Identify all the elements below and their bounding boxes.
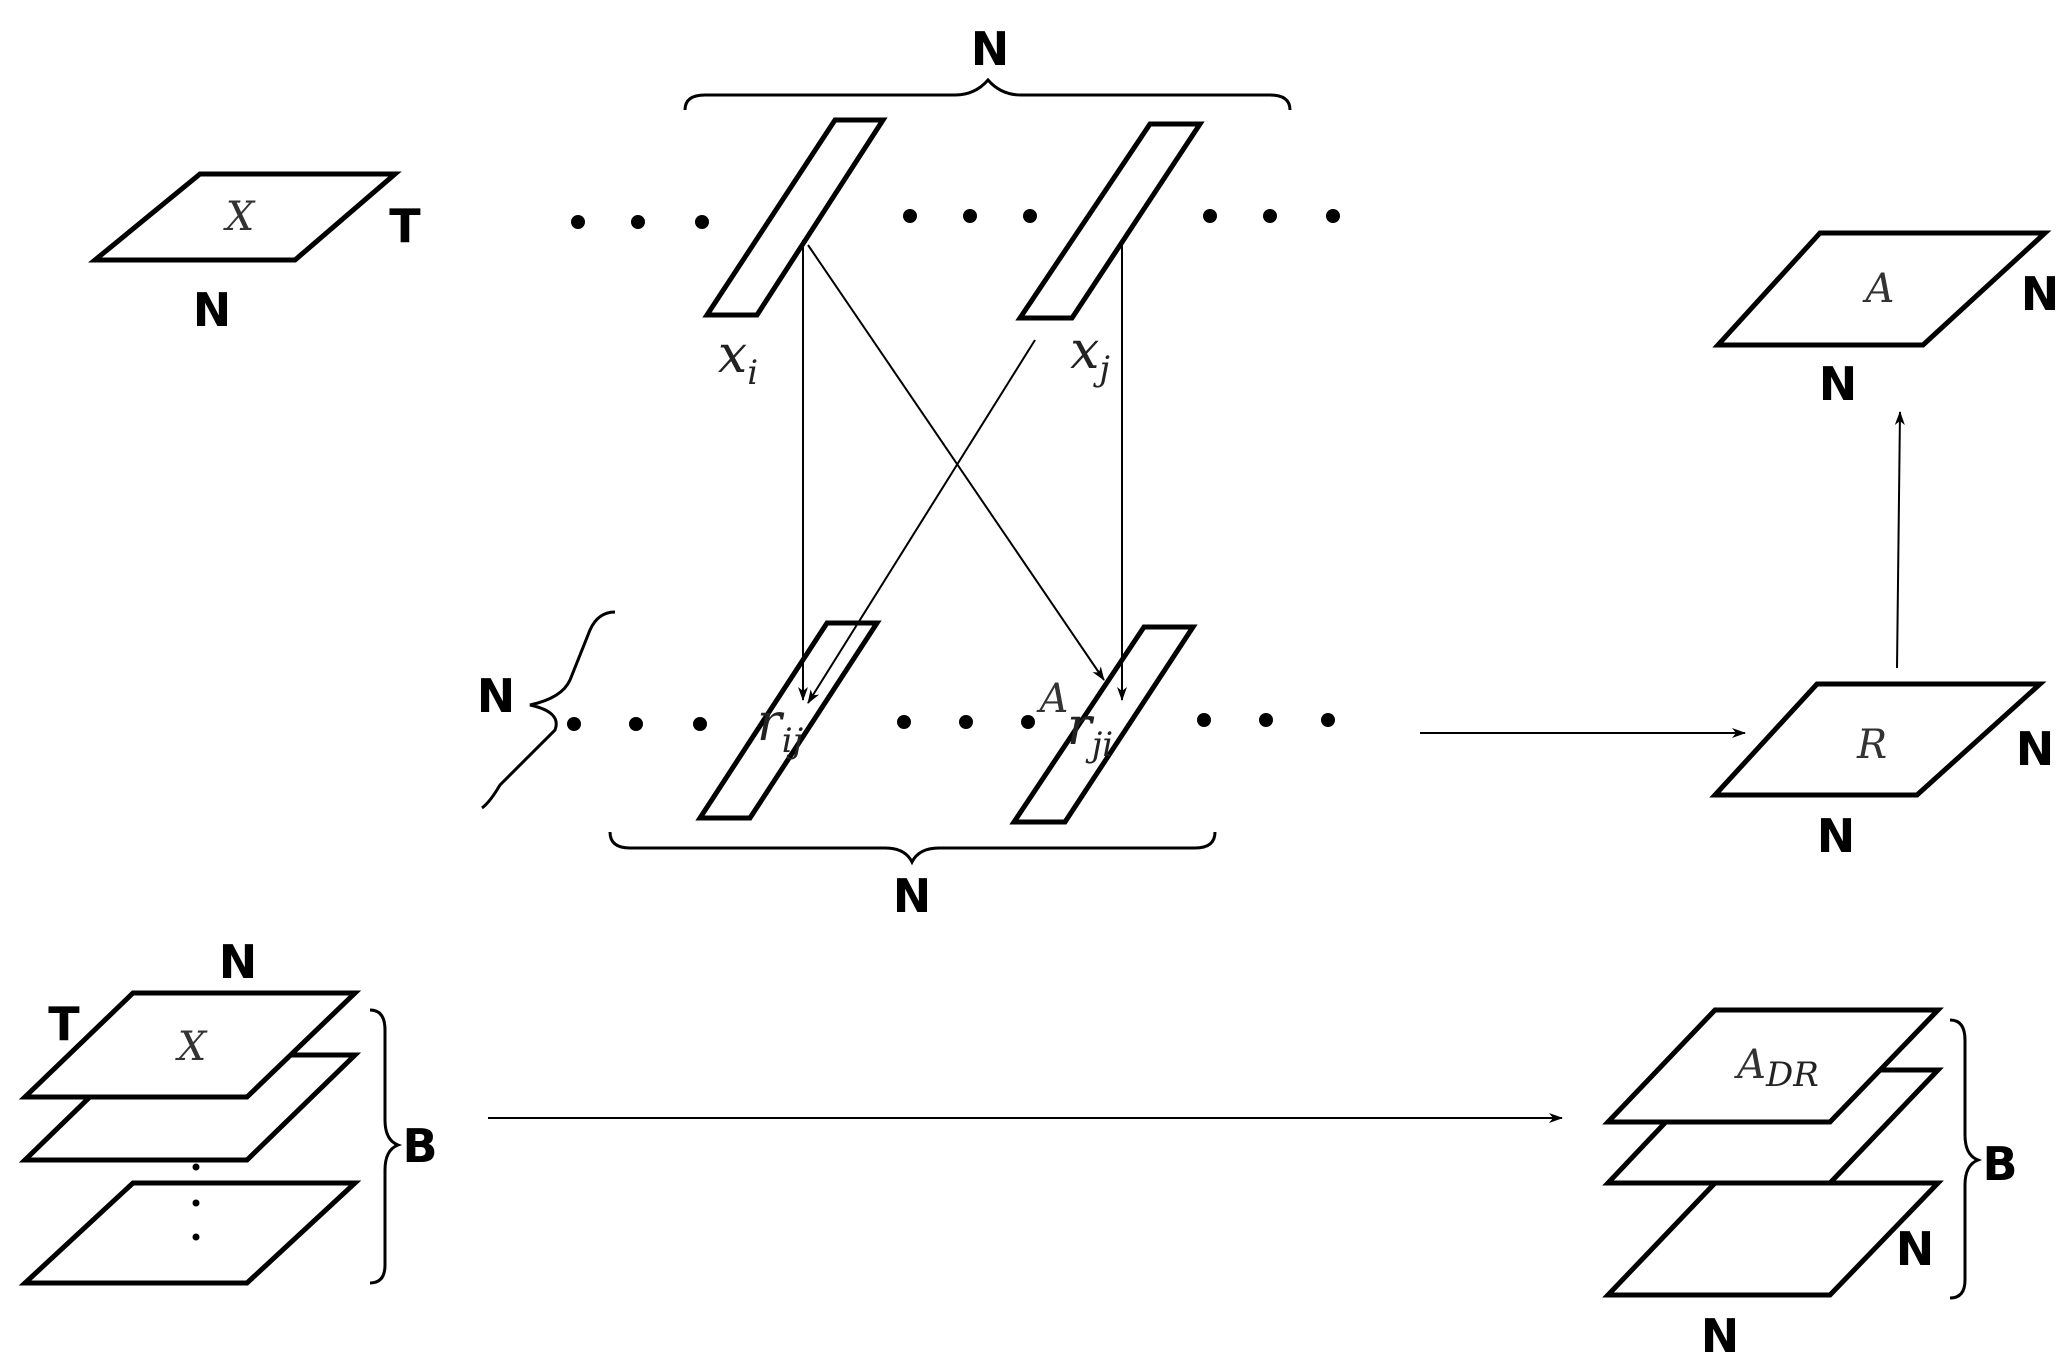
x-batch-b-dim: B (402, 1119, 437, 1173)
r-matrix-n-side: N (2016, 722, 2055, 776)
a-dr-brace (1949, 1018, 1983, 1300)
stray-a-label: A (1036, 676, 1069, 722)
r-matrix-n-bottom: N (1817, 809, 1856, 863)
top-dots-middle (903, 209, 1037, 223)
top-dots-right (1203, 209, 1340, 223)
a-matrix-n-side: N (2021, 267, 2060, 321)
x-matrix-t-dim: T (389, 199, 421, 253)
arrow-r-to-a (1894, 411, 1905, 669)
x-matrix-n-dim: N (193, 283, 232, 337)
vector-x-j: xj (1015, 121, 1205, 389)
a-dr-batch-stack: ADR N N B (1602, 1007, 2018, 1363)
crossing-arrows (798, 240, 1127, 704)
vector-r-ij-label: rij (757, 693, 804, 761)
vector-x-i: xi (702, 117, 888, 393)
middle-dots-left (567, 717, 707, 731)
top-brace-n-label: N (971, 22, 1010, 76)
x-batch-stack: X T N B (18, 935, 438, 1286)
vector-r-ij: rij (695, 620, 882, 821)
bottom-brace: N (608, 831, 1217, 923)
left-brace-n-label: N (477, 669, 516, 723)
a-matrix-n-bottom: N (1819, 357, 1858, 411)
a-dr-b-dim: B (1982, 1137, 2017, 1191)
left-brace: N (477, 610, 616, 810)
middle-dots-right (1197, 713, 1335, 727)
a-matrix-label: A (1862, 266, 1895, 312)
a-dr-n-bottom: N (1701, 1309, 1740, 1363)
arrow-xi-to-rji (807, 244, 1105, 681)
top-dots-left (571, 215, 709, 229)
a-matrix: A N N (1712, 230, 2060, 411)
vector-r-ji: rji A (1009, 624, 1198, 825)
middle-dots-middle (897, 715, 1035, 729)
a-dr-n-side: N (1896, 1222, 1935, 1276)
a-dr-label: ADR (1733, 1042, 1819, 1095)
x-batch-t-dim: T (48, 997, 80, 1051)
r-matrix-label: R (1856, 722, 1887, 768)
x-batch-brace (369, 1008, 403, 1285)
vector-x-i-label: xi (718, 325, 758, 393)
vector-x-j-label: xj (1070, 321, 1110, 389)
x-matrix: X T N (88, 171, 421, 337)
x-batch-label: X (175, 1024, 208, 1070)
x-matrix-label: X (223, 194, 256, 240)
r-matrix: R N N (1709, 681, 2055, 863)
arrow-xj-to-rij (807, 339, 1036, 704)
bottom-brace-n-label: N (893, 869, 932, 923)
top-brace: N (683, 22, 1292, 111)
x-batch-n-dim: N (219, 935, 258, 989)
